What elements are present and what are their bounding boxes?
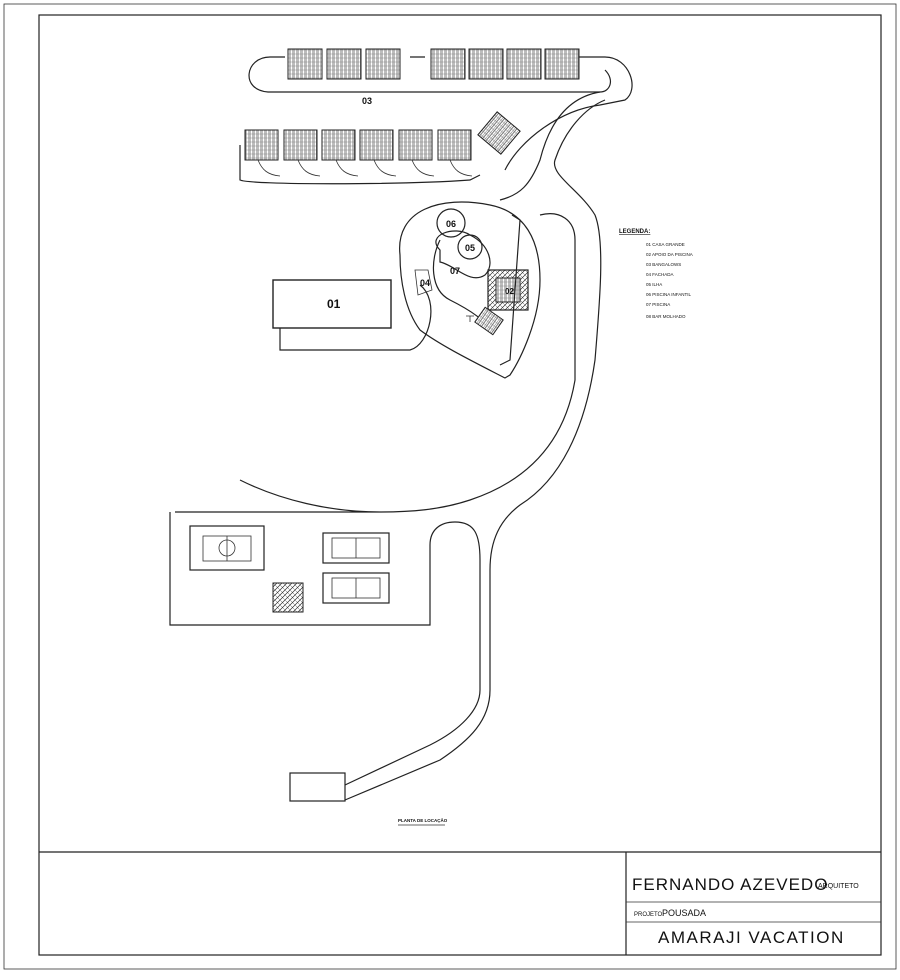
legend-title: LEGENDA:: [619, 229, 650, 235]
architect-name: FERNANDO AZEVEDO: [632, 875, 828, 894]
pool-complex: [399, 201, 541, 379]
legend-item: 05 ILHA: [646, 282, 662, 287]
bangalows-row-middle: [239, 111, 521, 185]
legend-item: 08 BAR MOLHADO: [646, 314, 686, 319]
drawing-frame: [38, 14, 882, 956]
plan-caption: PLANTA DE LOCAÇÃO: [398, 817, 448, 823]
architect-role: ARQUITETO: [818, 883, 859, 890]
legend: LEGENDA: 01 CASA GRANDE 02 APOIO DA PISC…: [619, 229, 693, 319]
legend-item: 01 CASA GRANDE: [646, 242, 685, 247]
label-02: 02: [505, 287, 514, 296]
legend-item: 02 APOIO DA PISCINA: [646, 252, 693, 257]
legend-item: 03 BANGALOWS: [646, 262, 681, 267]
label-03: 03: [362, 96, 372, 106]
bangalows-row-top: [287, 48, 580, 80]
title-block: FERNANDO AZEVEDO ARQUITETO PROJETO: POUS…: [632, 875, 859, 947]
label-07: 07: [450, 266, 460, 276]
legend-item: 04 FACHADA: [646, 272, 674, 277]
entrance-gatehouse: [289, 772, 346, 802]
label-06: 06: [446, 219, 456, 229]
legend-item: 07 PISCINA: [646, 302, 670, 307]
project-label: PROJETO:: [634, 912, 664, 918]
sports-area: [189, 525, 390, 613]
label-05: 05: [465, 243, 475, 253]
project-value: POUSADA: [662, 908, 706, 918]
casa-grande-building: [272, 279, 432, 351]
label-04: 04: [420, 278, 430, 288]
outer-border: [3, 3, 897, 970]
legend-item: 06 PISCINA INFANTIL: [646, 292, 692, 297]
project-name: AMARAJI VACATION: [658, 928, 845, 947]
top-access-road: [169, 56, 633, 801]
label-01: 01: [327, 297, 341, 311]
